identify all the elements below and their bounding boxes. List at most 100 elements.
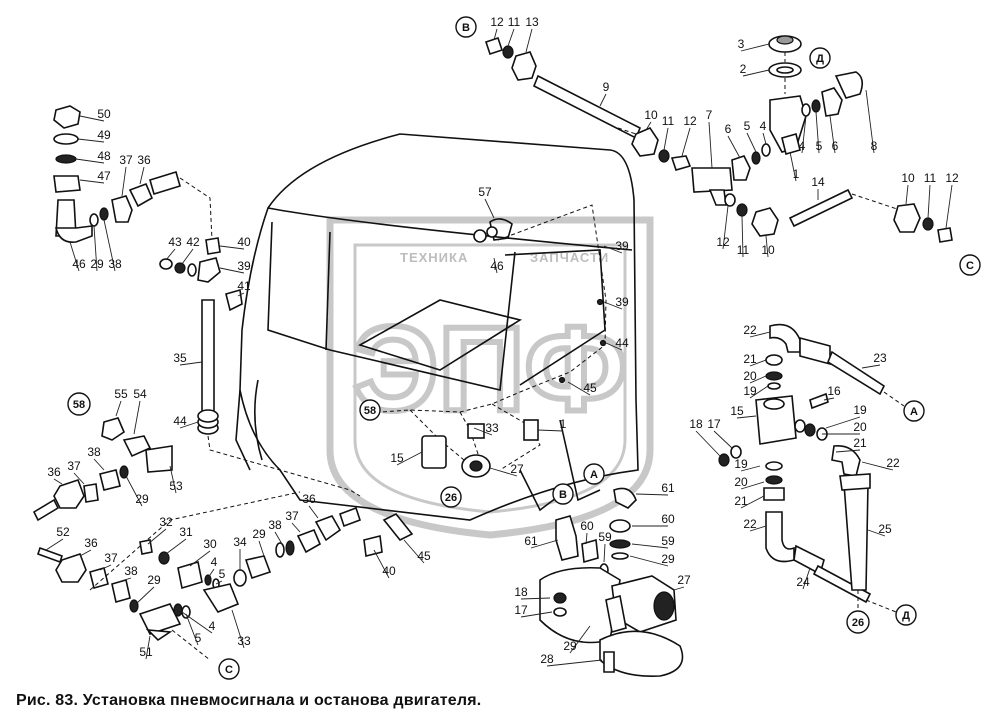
leader-line [746, 132, 757, 153]
leader-line [829, 115, 836, 154]
tag-Д-right: Д [895, 604, 917, 626]
tag-А-right: А [903, 400, 925, 422]
part-number-1: 1 [793, 167, 800, 181]
fitting-stack-left [53, 105, 213, 244]
figure-caption: Рис. 83. Установка пневмосигнала и остан… [16, 692, 482, 709]
leader-line [603, 245, 623, 254]
svg-text:Д: Д [816, 53, 824, 65]
part-number-11: 11 [924, 171, 937, 185]
part-number-29: 29 [135, 492, 149, 506]
leader-line [179, 421, 199, 429]
part-number-39: 39 [615, 239, 629, 253]
part-number-20: 20 [853, 420, 867, 434]
part-number-27: 27 [677, 573, 691, 587]
leader-line [801, 115, 807, 154]
leader-line [749, 385, 769, 399]
svg-text:26: 26 [445, 492, 457, 504]
part-number-18: 18 [689, 417, 703, 431]
watermark-line1: ТЕХНИКА [400, 250, 468, 265]
leader-line [749, 375, 767, 384]
svg-text:С: С [966, 260, 974, 272]
part-number-14: 14 [811, 175, 825, 189]
svg-text:26: 26 [852, 617, 864, 629]
leader-line [75, 158, 105, 164]
part-number-33: 33 [485, 421, 499, 435]
leader-line [802, 567, 811, 590]
leader-line [145, 635, 151, 660]
fitting-group-right [718, 323, 905, 613]
leader-line [125, 475, 143, 507]
svg-text:Д: Д [902, 610, 910, 622]
part-number-12: 12 [683, 114, 697, 128]
part-number-11: 11 [508, 15, 521, 29]
leader-line [165, 538, 187, 555]
leader-line [815, 111, 820, 154]
part-number-36: 36 [302, 492, 316, 506]
part-number-20: 20 [743, 369, 757, 383]
circle-tags: В Д С 58 58 26 А В С А 26 Д [67, 16, 981, 680]
watermark-line2: ЗАПЧАСТИ [530, 250, 609, 265]
part-number-21: 21 [853, 436, 867, 450]
part-number-38: 38 [87, 445, 101, 459]
tag-А-center: А [583, 463, 605, 485]
part-number-45: 45 [417, 549, 431, 563]
leader-line [749, 525, 767, 532]
leader-line [663, 127, 669, 151]
part-number-40: 40 [237, 235, 251, 249]
leader-line [741, 215, 744, 258]
leader-line [765, 235, 769, 258]
part-number-19: 19 [734, 457, 748, 471]
part-number-3: 3 [738, 37, 745, 51]
part-number-38: 38 [268, 518, 282, 532]
leader-line [530, 539, 559, 549]
part-number-5: 5 [195, 631, 202, 645]
leader-line [237, 292, 245, 297]
leader-line [291, 522, 301, 533]
leader-line [736, 415, 757, 419]
part-number-54: 54 [133, 387, 147, 401]
part-number-12: 12 [716, 235, 730, 249]
part-number-19: 19 [743, 384, 757, 398]
part-number-39: 39 [237, 259, 251, 273]
part-number-47: 47 [97, 169, 111, 183]
truck-cab [235, 133, 639, 521]
leader-line [569, 625, 591, 654]
part-number-29: 29 [252, 527, 266, 541]
tag-26-cab: 26 [440, 486, 462, 508]
leader-line [673, 586, 685, 591]
part-number-6: 6 [832, 139, 839, 153]
part-number-4: 4 [760, 119, 767, 133]
fitting-33-installed [467, 423, 485, 439]
part-number-17: 17 [514, 603, 528, 617]
leader-line [945, 184, 953, 229]
part-number-24: 24 [796, 575, 810, 589]
part-number-16: 16 [827, 384, 841, 398]
leader-line [181, 248, 194, 265]
part-number-25: 25 [878, 522, 892, 536]
leader-line [681, 127, 691, 157]
leader-line [749, 359, 767, 367]
part-number-29: 29 [147, 573, 161, 587]
leader-line [169, 465, 177, 494]
part-number-1: 1 [560, 417, 567, 431]
leader-line [629, 555, 669, 567]
leader-line [403, 539, 425, 564]
leader-line [69, 241, 80, 272]
leader-line [77, 138, 105, 143]
leader-line [727, 135, 741, 159]
part-number-6: 6 [725, 122, 732, 136]
part-number-52: 52 [56, 525, 70, 539]
leader-line [133, 400, 141, 435]
part-number-48: 48 [97, 149, 111, 163]
svg-text:С: С [225, 664, 233, 676]
part-number-61: 61 [524, 534, 538, 548]
leader-line [713, 430, 733, 449]
tag-С-bottom: С [218, 658, 240, 680]
svg-text:58: 58 [364, 405, 376, 417]
part-number-2: 2 [740, 62, 747, 76]
part-number-39: 39 [615, 295, 629, 309]
part-number-10: 10 [644, 108, 658, 122]
leader-line [567, 381, 591, 396]
leader-line [79, 549, 92, 557]
